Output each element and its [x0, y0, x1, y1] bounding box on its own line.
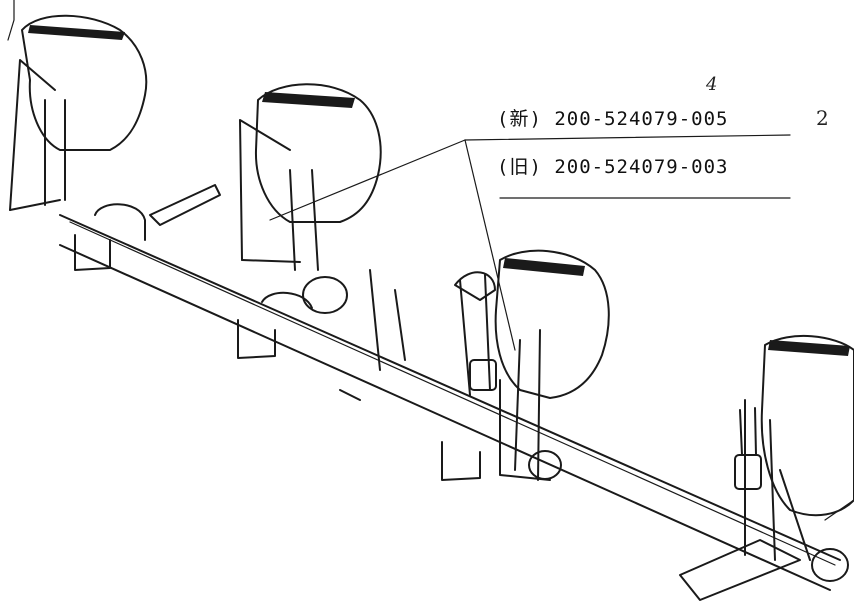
- seat-back-1: [9, 14, 148, 211]
- old-part-number-label: (旧) 200-524079-003: [497, 156, 729, 178]
- latch-hardware: [149, 184, 762, 490]
- seat-back-3: [494, 249, 610, 481]
- margin-mark: 2: [816, 106, 829, 130]
- seat-back-4: [744, 334, 854, 561]
- main-tube: [59, 214, 841, 591]
- handwritten-correction: 4: [706, 74, 718, 95]
- seat-back-2: [239, 83, 382, 271]
- clamp-brackets: [74, 203, 849, 601]
- leader-lines: [7, 0, 854, 521]
- new-part-number-label: (新) 200-524079-005: [497, 108, 729, 130]
